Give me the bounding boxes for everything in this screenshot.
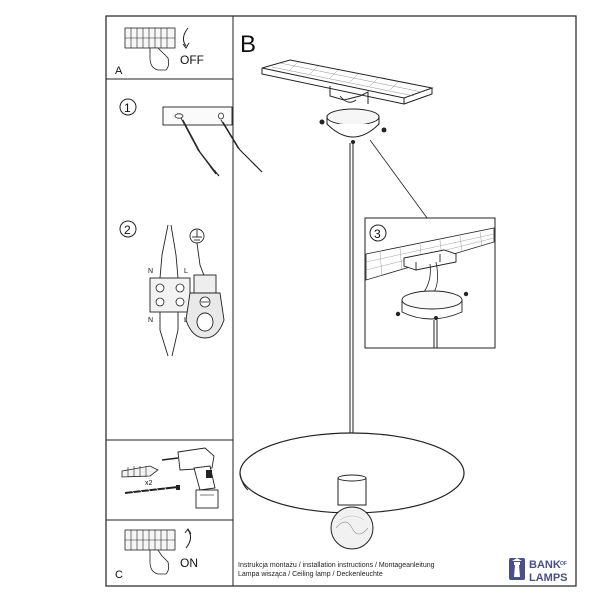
step-2-number: 2 bbox=[124, 223, 131, 237]
lampshade bbox=[239, 432, 465, 514]
ceiling-mount bbox=[261, 59, 434, 144]
suspension-cable bbox=[349, 143, 354, 433]
panel-c: C ON bbox=[105, 519, 234, 587]
terminal-block: N L N L bbox=[148, 224, 191, 357]
step-1: 1 bbox=[119, 98, 263, 177]
curved-arrow-icon bbox=[184, 528, 192, 549]
brand-logo: BANK OF LAMPS bbox=[509, 558, 568, 584]
panel-b-letter: B bbox=[240, 31, 256, 58]
step-1-number: 1 bbox=[124, 101, 131, 115]
canopy bbox=[395, 290, 469, 348]
hand-switch-icon bbox=[124, 529, 176, 575]
screw-icon bbox=[124, 485, 180, 495]
brand-line-1: BANK bbox=[529, 559, 561, 571]
curved-arrow-icon bbox=[182, 27, 190, 49]
step-3-detail: 3 bbox=[364, 217, 496, 349]
callout-line bbox=[369, 139, 431, 223]
panel-a: A OFF bbox=[105, 15, 234, 80]
ground-terminal bbox=[185, 228, 225, 339]
power-off-label: OFF bbox=[180, 53, 204, 67]
wires-step-1 bbox=[180, 117, 263, 177]
terminal-l-top: L bbox=[184, 268, 188, 275]
drill-icon bbox=[161, 447, 219, 509]
step-2: 2 N L N L bbox=[119, 220, 225, 357]
step-3-number: 3 bbox=[374, 227, 381, 241]
hand-switch-icon bbox=[124, 27, 176, 71]
ground-symbol-icon bbox=[189, 228, 205, 244]
power-on-label: ON bbox=[180, 556, 198, 570]
wall-plug-icon bbox=[121, 465, 159, 478]
panel-c-letter: C bbox=[115, 569, 123, 581]
brand-line-2: LAMPS bbox=[529, 572, 568, 584]
panel-a-letter: A bbox=[115, 65, 123, 77]
outer-frame bbox=[105, 15, 577, 587]
terminal-n-bottom: N bbox=[148, 317, 153, 324]
lighthouse-icon bbox=[509, 558, 525, 580]
footer-line-2: Lampa wisząca / Ceiling lamp / Deckenleu… bbox=[238, 571, 383, 578]
brand-of: OF bbox=[560, 561, 567, 567]
wires-step-3 bbox=[423, 261, 438, 293]
ceiling-plate-with-holes bbox=[162, 106, 233, 126]
mounting-bracket bbox=[403, 249, 457, 271]
bulb bbox=[330, 506, 374, 550]
screw-count: x2 bbox=[145, 480, 153, 487]
footer-line-1: Instrukcja montażu / installation instru… bbox=[238, 562, 435, 569]
fixings-panel: x2 bbox=[105, 439, 234, 521]
terminal-n-top: N bbox=[148, 268, 153, 275]
